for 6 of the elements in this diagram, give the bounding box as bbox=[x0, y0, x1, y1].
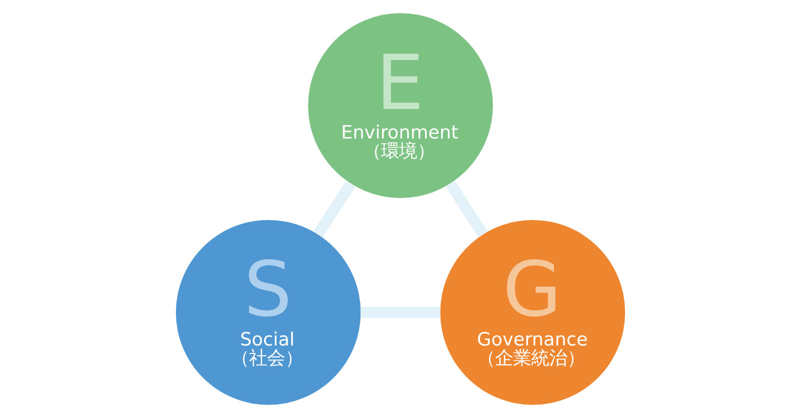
node-circle: E Environment （環境） bbox=[308, 13, 492, 198]
connector bbox=[360, 306, 440, 318]
connector bbox=[313, 181, 355, 238]
connector bbox=[445, 181, 487, 238]
node-circle: S Social （社会） bbox=[175, 220, 360, 405]
node-circle: G Governance （企業統治） bbox=[440, 220, 625, 405]
